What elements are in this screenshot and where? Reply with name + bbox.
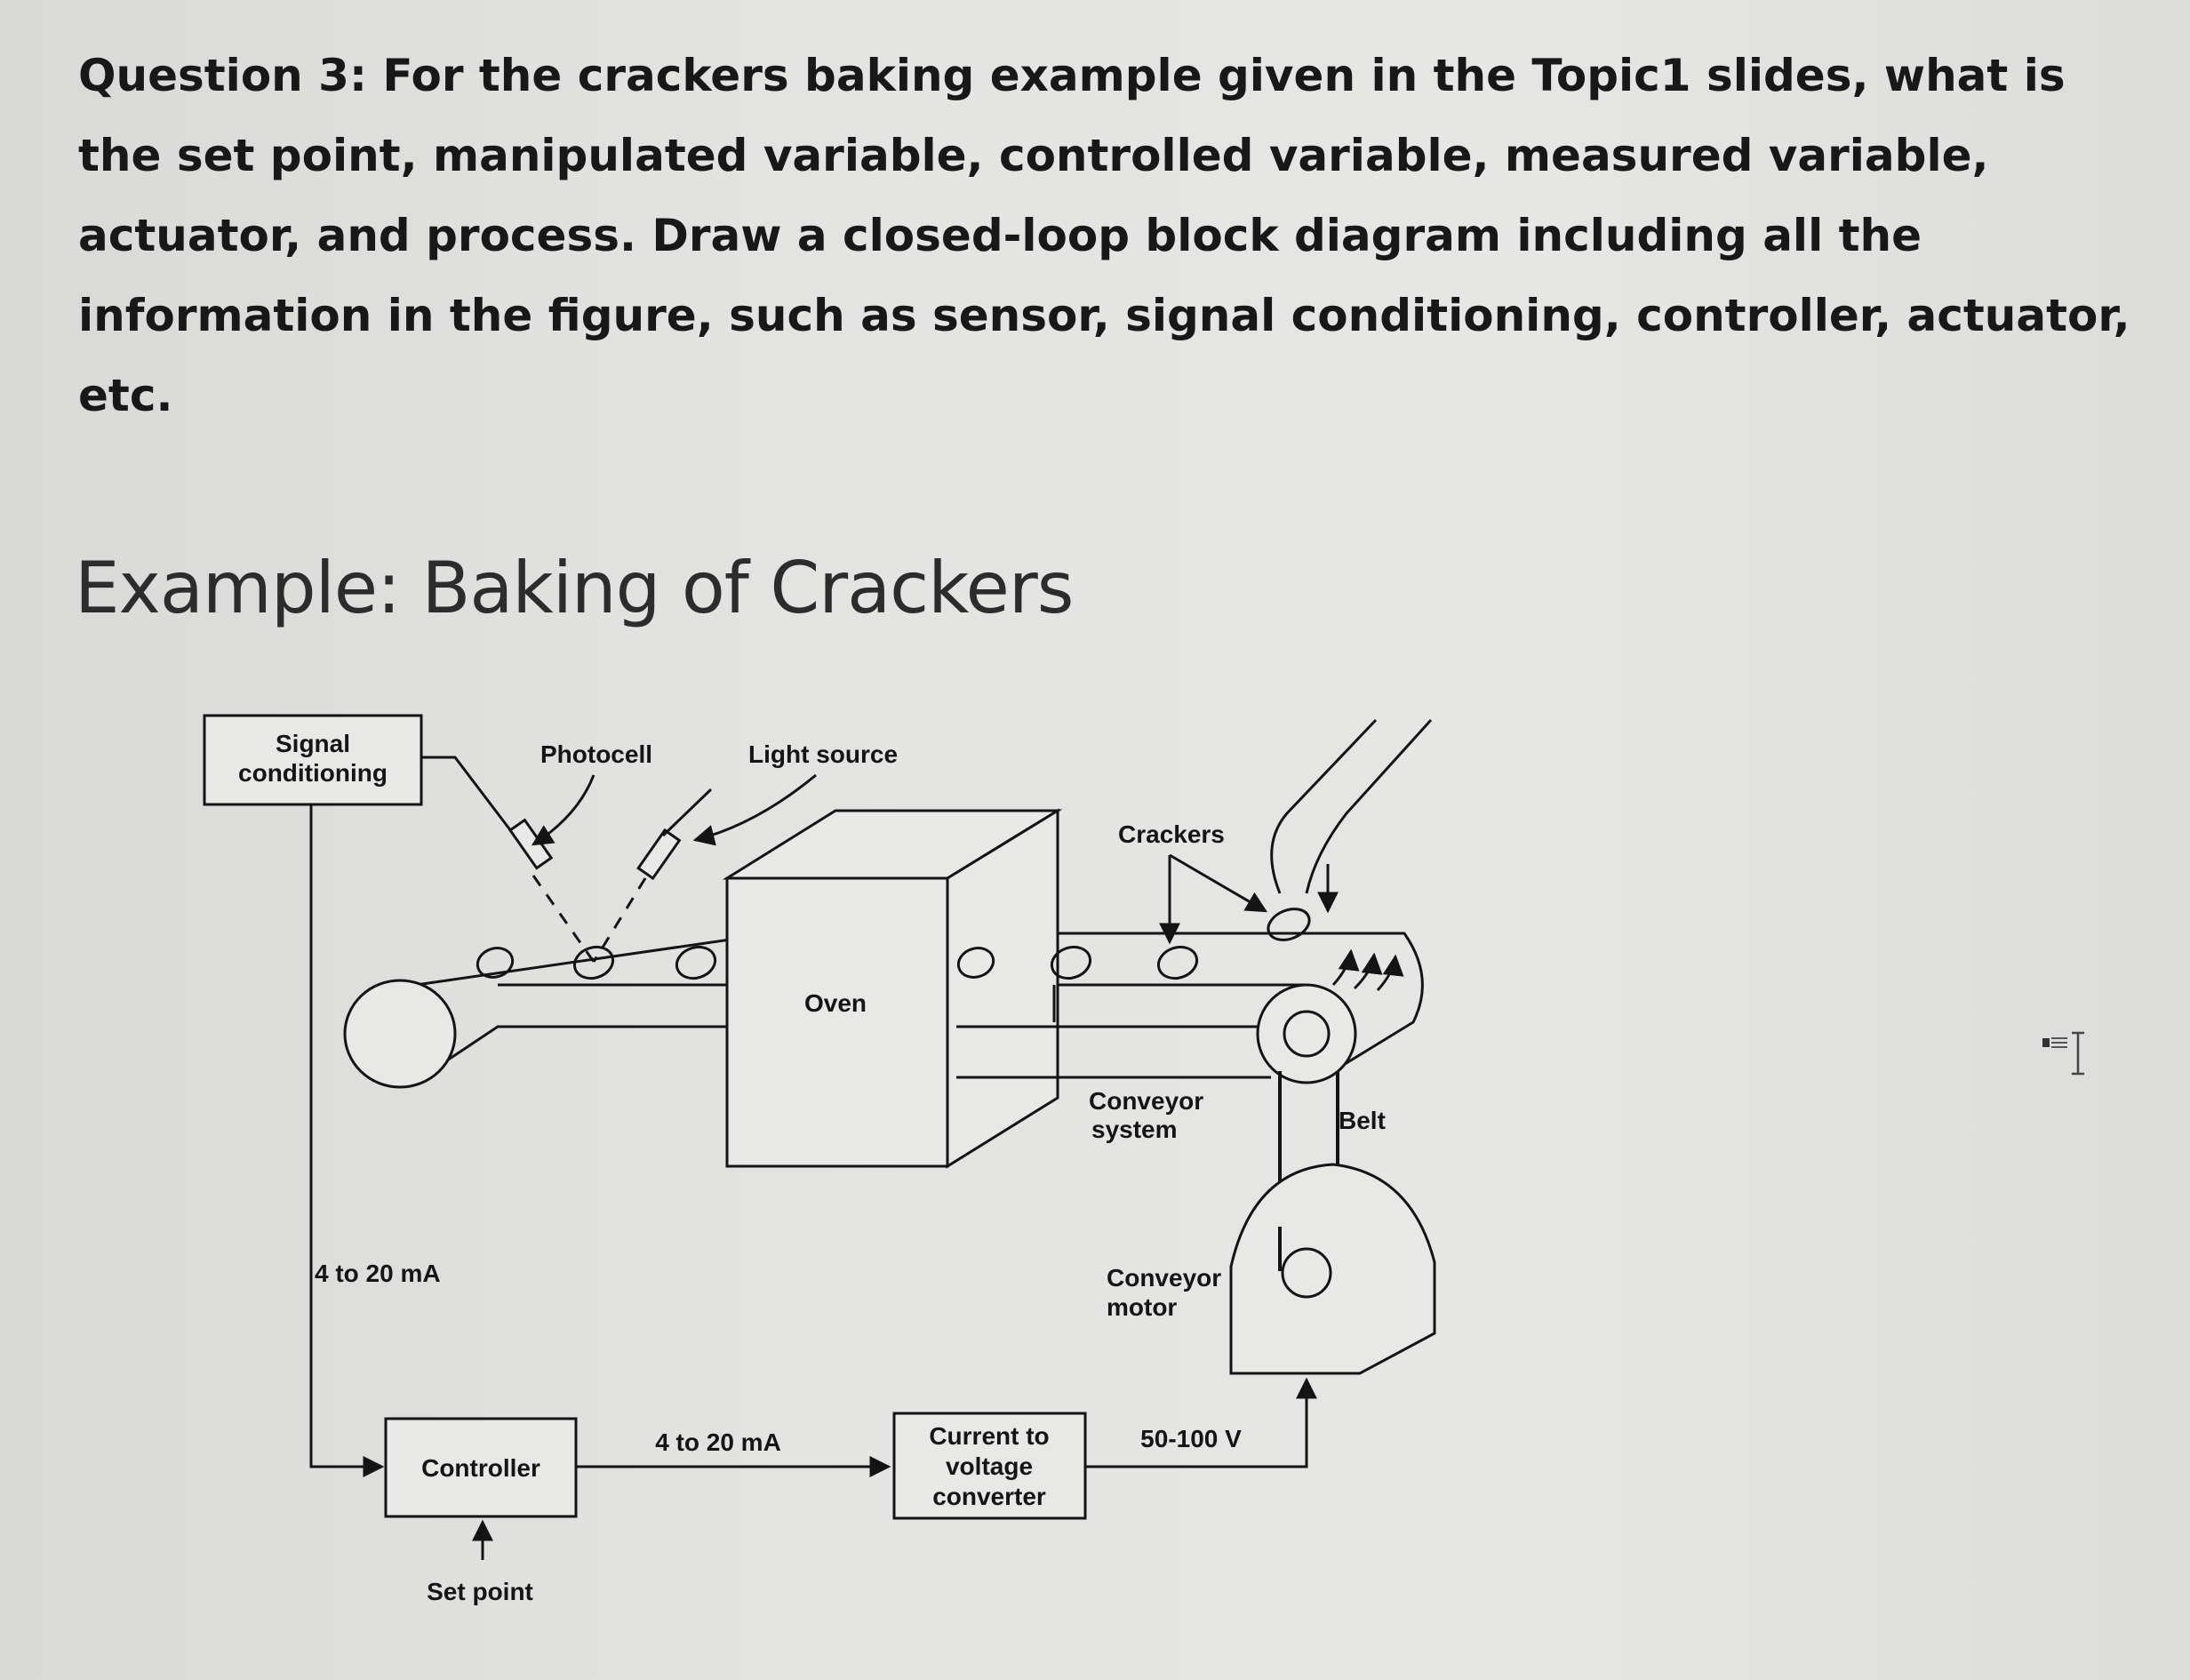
conveyor-motor-label-1: Conveyor	[1107, 1264, 1221, 1292]
slide-title: Example: Baking of Crackers	[75, 547, 1074, 629]
belt-label: Belt	[1339, 1107, 1386, 1134]
signal-conditioning-box	[203, 714, 423, 806]
cracker	[675, 945, 717, 980]
rotation-arrow	[1331, 948, 1360, 987]
light-source-pointer	[692, 773, 817, 846]
oven-front	[725, 876, 949, 1168]
conveyor-motor-label-2: motor	[1107, 1293, 1177, 1321]
question-text: Question 3: For the crackers baking exam…	[78, 50, 2130, 421]
cracker	[1050, 945, 1092, 980]
feedback-signal-line	[309, 804, 385, 1477]
text-cursor-icon	[2042, 1031, 2084, 1076]
drive-pulley-inner	[1283, 1010, 1331, 1058]
light-beam-right	[592, 877, 647, 963]
conveyor-system-label-2: system	[1091, 1116, 1178, 1143]
current-label-feedback: 4 to 20 mA	[315, 1260, 441, 1287]
controller-box	[384, 1417, 578, 1518]
cracker	[476, 947, 515, 979]
converter-label-1: Current to	[929, 1422, 1049, 1450]
cracker	[956, 947, 995, 979]
rotation-arrow	[1376, 954, 1404, 992]
controller-label: Controller	[421, 1454, 540, 1482]
oven-label: Oven	[804, 989, 867, 1017]
photocell-sensor	[508, 818, 554, 870]
crackers-pointer-2	[1169, 853, 1268, 913]
cracker	[1156, 945, 1199, 980]
conveyor-belt-front	[417, 1025, 729, 1082]
converter-label-2: voltage	[946, 1452, 1033, 1480]
motor-pulley	[1281, 1247, 1332, 1299]
light-beam-left	[532, 875, 595, 963]
crackers-label: Crackers	[1118, 820, 1225, 848]
light-source-emitter	[636, 828, 682, 881]
light-source-wire	[661, 788, 713, 837]
current-label-output: 4 to 20 mA	[655, 1428, 781, 1456]
rotation-arrow	[1353, 952, 1383, 990]
conveyor-motor-body	[1229, 1163, 1436, 1375]
drive-pulley-outer	[1256, 983, 1357, 1084]
cracker	[1267, 908, 1311, 941]
light-source-label: Light source	[748, 740, 898, 768]
conveyor-right-drum	[1324, 932, 1424, 1073]
feed-chute	[1270, 718, 1433, 894]
converter-label-3: converter	[932, 1483, 1046, 1510]
voltage-line	[1085, 1377, 1317, 1468]
photocell-label: Photocell	[540, 740, 652, 768]
converter-box	[892, 1412, 1087, 1520]
conveyor-system-label-1: Conveyor	[1089, 1087, 1203, 1115]
voltage-label: 50-100 V	[1140, 1425, 1242, 1452]
signal-conditioning-label-2: conditioning	[238, 759, 388, 787]
signal-conditioning-label-1: Signal	[276, 730, 350, 757]
photocell-pointer	[531, 774, 595, 846]
photocell-wire	[421, 756, 513, 832]
set-point-label: Set point	[427, 1578, 533, 1605]
conveyor-left-roller	[343, 979, 457, 1089]
cracker-sensed	[572, 945, 615, 980]
